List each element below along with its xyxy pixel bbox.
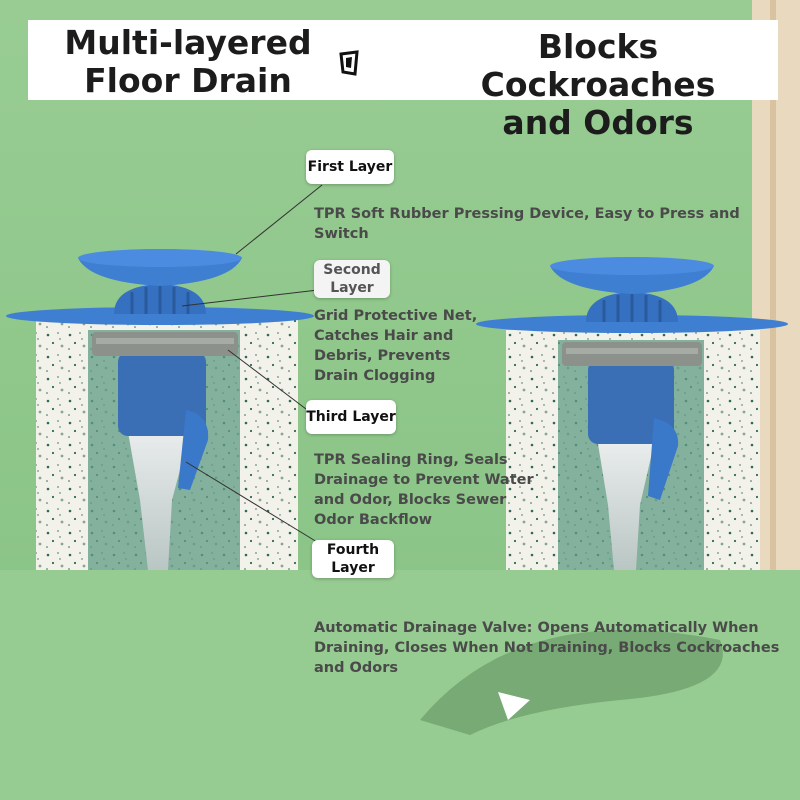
first-layer-label: First Layer <box>306 150 394 184</box>
product-title-line2: Floor Drain <box>84 61 292 100</box>
fourth-layer-label-line1: Fourth <box>326 542 380 558</box>
product-title: Multi-layered Floor Drain <box>48 24 328 100</box>
fourth-layer-label: Fourth Layer <box>312 540 394 578</box>
third-layer-label: Third Layer <box>306 400 396 434</box>
second-layer-label: Second Layer <box>314 260 390 298</box>
first-layer-label-text: First Layer <box>307 159 393 175</box>
third-layer-description: TPR Sealing Ring, Seals Drainage to Prev… <box>314 452 534 528</box>
product-tagline: Blocks Cockroaches and Odors <box>420 28 776 142</box>
drain-logo-icon <box>339 50 359 76</box>
second-layer-description: Grid Protective Net, Catches Hair and De… <box>314 308 478 384</box>
header-banner: Multi-layered Floor Drain Blocks Cockroa… <box>28 20 778 142</box>
product-tagline-line2: and Odors <box>502 103 694 142</box>
third-layer-label-text: Third Layer <box>306 409 396 425</box>
first-layer-description: TPR Soft Rubber Pressing Device, Easy to… <box>314 206 740 242</box>
fourth-layer-description: Automatic Drainage Valve: Opens Automati… <box>314 620 780 676</box>
product-title-line1: Multi-layered <box>64 23 312 62</box>
fourth-layer-label-line2: Layer <box>331 560 375 576</box>
second-layer-label-line1: Second <box>323 262 381 278</box>
product-tagline-line1: Blocks Cockroaches <box>480 27 716 104</box>
second-layer-label-line2: Layer <box>330 280 374 296</box>
